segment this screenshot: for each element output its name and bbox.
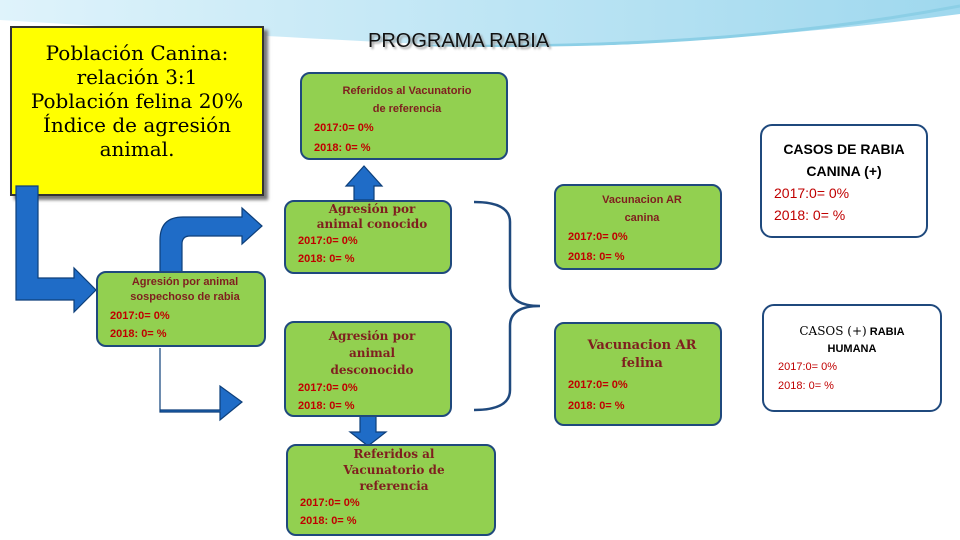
- box-title: RABIA: [869, 326, 905, 338]
- value-2017: 2017:0= 0%: [298, 235, 358, 247]
- value-2017: 2017:0= 0%: [298, 382, 358, 394]
- box-title: CASOS DE RABIA: [783, 141, 905, 157]
- box-title: desconocido: [330, 363, 414, 377]
- value-2018: 2018: 0= %: [314, 142, 371, 154]
- box-title: canina: [624, 212, 660, 224]
- box-title: de referencia: [372, 103, 442, 115]
- summary-line: relación 3:1: [76, 65, 198, 89]
- value-2017: 2017:0= 0%: [778, 361, 838, 373]
- box-title: CANINA (+): [806, 163, 882, 179]
- value-2017: 2017:0= 0%: [110, 310, 170, 322]
- box-title: CASOS (+): [799, 324, 867, 338]
- value-2018: 2018: 0= %: [778, 380, 834, 392]
- box-title: Vacunacion AR: [587, 338, 697, 353]
- box-title: Agresión por: [328, 329, 416, 343]
- box-referidos-top: Referidos al Vacunatorio de referencia 2…: [300, 72, 508, 160]
- box-agresion-sospechoso: Agresión por animal sospechoso de rabia …: [96, 271, 266, 347]
- value-2017: 2017:0= 0%: [774, 185, 850, 201]
- value-2018: 2018: 0= %: [774, 207, 846, 223]
- value-2018: 2018: 0= %: [568, 251, 625, 263]
- box-casos-rabia-canina: CASOS DE RABIA CANINA (+) 2017:0= 0% 201…: [760, 124, 928, 238]
- summary-line: animal.: [99, 137, 175, 161]
- summary-line: Población felina 20%: [30, 89, 244, 113]
- page-title: PROGRAMA RABIA: [368, 30, 550, 52]
- box-agresion-conocido: Agresión por animal conocido 2017:0= 0% …: [284, 200, 452, 274]
- box-vacunacion-felina: Vacunacion AR felina 2017:0= 0% 2018: 0=…: [554, 322, 722, 426]
- box-title: HUMANA: [827, 343, 877, 355]
- box-vacunacion-canina: Vacunacion AR canina 2017:0= 0% 2018: 0=…: [554, 184, 722, 270]
- value-2018: 2018: 0= %: [298, 400, 355, 412]
- box-referidos-bottom: Referidos al Vacunatorio de referencia 2…: [286, 444, 496, 536]
- box-title: animal: [348, 346, 396, 360]
- box-title: Agresión por animal: [131, 276, 239, 288]
- box-title: Referidos al Vacunatorio: [342, 85, 472, 97]
- value-2018: 2018: 0= %: [300, 515, 357, 527]
- summary-box: Población Canina: relación 3:1 Población…: [10, 26, 264, 196]
- box-title: Referidos al: [353, 447, 435, 461]
- box-title: referencia: [359, 479, 429, 493]
- box-title: Vacunatorio de: [343, 463, 445, 477]
- summary-line: Población Canina:: [45, 41, 229, 65]
- box-casos-rabia-humana: CASOS (+) RABIA HUMANA 2017:0= 0% 2018: …: [762, 304, 942, 412]
- box-title: felina: [621, 356, 663, 371]
- value-2017: 2017:0= 0%: [568, 379, 628, 391]
- value-2017: 2017:0= 0%: [300, 497, 360, 509]
- box-title: Vacunacion AR: [602, 194, 682, 206]
- box-title: Agresión por: [328, 202, 416, 216]
- box-agresion-desconocido: Agresión por animal desconocido 2017:0= …: [284, 321, 452, 417]
- box-title: animal conocido: [316, 217, 428, 231]
- value-2017: 2017:0= 0%: [314, 122, 374, 134]
- value-2018: 2018: 0= %: [110, 328, 167, 340]
- value-2017: 2017:0= 0%: [568, 231, 628, 243]
- summary-line: Índice de agresión: [42, 113, 232, 137]
- value-2018: 2018: 0= %: [298, 253, 355, 265]
- box-title: sospechoso de rabia: [130, 291, 240, 303]
- value-2018: 2018: 0= %: [568, 400, 625, 412]
- box-title-line: CASOS (+) RABIA: [778, 322, 940, 341]
